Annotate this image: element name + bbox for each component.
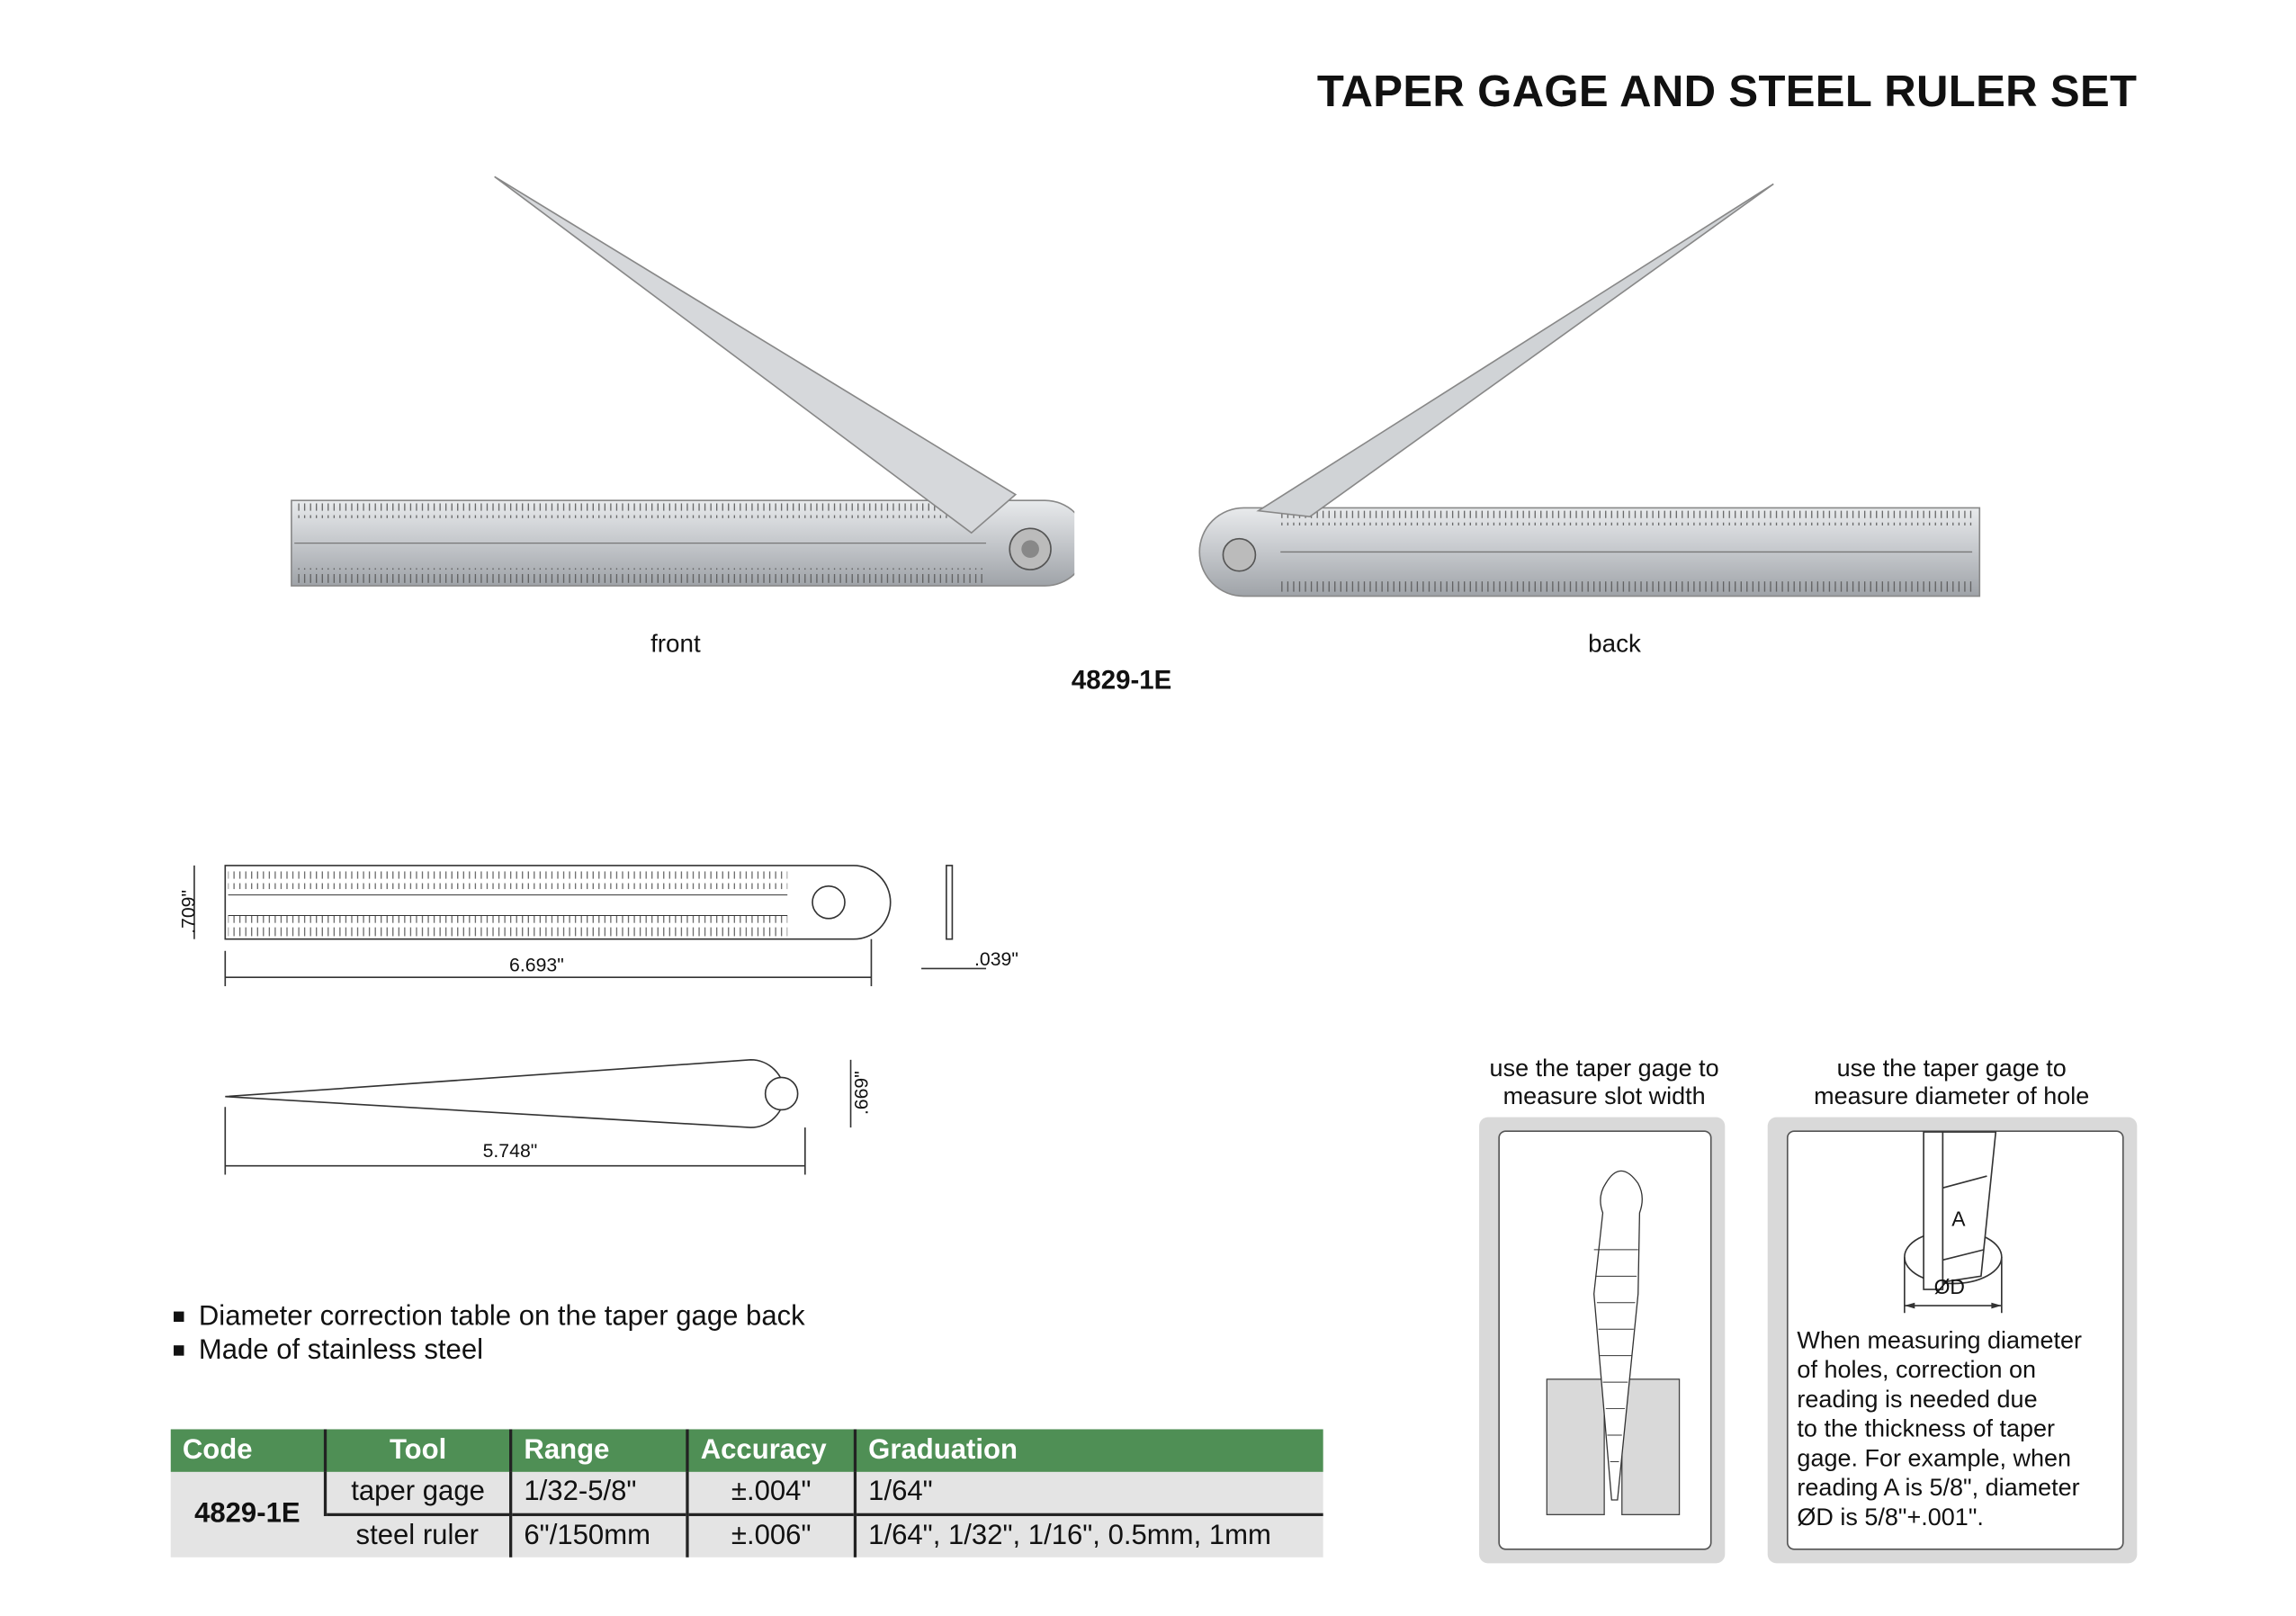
slot-caption: use the taper gage to measure slot width bbox=[1465, 1055, 1744, 1111]
note-line: ØD is 5/8"+.001". bbox=[1797, 1504, 1984, 1531]
note-line: of holes, correction on bbox=[1797, 1357, 2037, 1384]
col-range: Range bbox=[509, 1429, 687, 1472]
dimension-drawing bbox=[193, 865, 987, 1175]
note-line: reading A is 5/8", diameter bbox=[1797, 1475, 2080, 1502]
col-tool: Tool bbox=[323, 1429, 511, 1472]
table-header: Code Tool Range Accuracy Graduation bbox=[170, 1429, 1323, 1472]
hole-caption: use the taper gage to measure diameter o… bbox=[1780, 1055, 2122, 1111]
label-d: ØD bbox=[1933, 1274, 1965, 1298]
hole-gage-illustration bbox=[1904, 1131, 2003, 1314]
accuracy-cell: ±.006" bbox=[686, 1514, 856, 1558]
front-label: front bbox=[650, 630, 701, 659]
col-accuracy: Accuracy bbox=[686, 1429, 856, 1472]
front-photo bbox=[291, 175, 1075, 587]
tool-cell: steel ruler bbox=[325, 1514, 511, 1558]
slot-gage-illustration bbox=[1546, 1170, 1681, 1515]
model-code: 4829-1E bbox=[1071, 665, 1172, 696]
caption-line: use the taper gage to bbox=[1836, 1055, 2067, 1082]
taper-length-dim: 5.748" bbox=[482, 1139, 538, 1162]
ruler-width-dim: .709" bbox=[177, 889, 200, 934]
caption-line: use the taper gage to bbox=[1489, 1055, 1719, 1082]
code-cell: 4829-1E bbox=[170, 1471, 326, 1558]
feature-item: Made of stainless steel bbox=[174, 1335, 483, 1368]
slot-panel bbox=[1479, 1117, 1726, 1564]
table-row: 4829-1E taper gage 1/32-5/8" ±.004" 1/64… bbox=[170, 1471, 1323, 1558]
feature-text: Made of stainless steel bbox=[198, 1334, 484, 1367]
caption-line: measure diameter of hole bbox=[1814, 1083, 2090, 1110]
page-title: TAPER GAGE AND STEEL RULER SET bbox=[1316, 67, 2138, 117]
col-code: Code bbox=[170, 1429, 326, 1472]
tool-cell: taper gage bbox=[323, 1471, 511, 1515]
ruler-thickness-dim: .039" bbox=[973, 947, 1018, 971]
graduation-cell: 1/64", 1/32", 1/16", 0.5mm, 1mm bbox=[853, 1514, 1323, 1558]
back-label: back bbox=[1588, 630, 1641, 659]
spec-table: Code Tool Range Accuracy Graduation 4829… bbox=[170, 1429, 1323, 1558]
ruler-length-dim: 6.693" bbox=[509, 954, 564, 976]
hole-panel: A ØD bbox=[1767, 1117, 2138, 1564]
feature-item: Diameter correction table on the taper g… bbox=[174, 1301, 805, 1333]
caption-line: measure slot width bbox=[1502, 1083, 1706, 1110]
accuracy-cell: ±.004" bbox=[686, 1471, 856, 1515]
feature-text: Diameter correction table on the taper g… bbox=[198, 1301, 805, 1333]
col-graduation: Graduation bbox=[853, 1429, 1323, 1472]
taper-width-dim: .669" bbox=[849, 1071, 873, 1116]
range-cell: 6"/150mm bbox=[509, 1514, 687, 1558]
note-line: When measuring diameter bbox=[1797, 1327, 2083, 1355]
table-row: steel ruler 6"/150mm ±.006" 1/64", 1/32"… bbox=[171, 1514, 1323, 1558]
graduation-cell: 1/64" bbox=[853, 1471, 1323, 1515]
back-photo bbox=[1198, 183, 1981, 597]
correction-note: When measuring diameter of holes, correc… bbox=[1797, 1326, 2082, 1532]
note-line: to the thickness of taper bbox=[1797, 1415, 2056, 1443]
range-cell: 1/32-5/8" bbox=[509, 1471, 687, 1515]
note-line: gage. For example, when bbox=[1797, 1445, 2072, 1472]
label-a: A bbox=[1951, 1207, 1966, 1231]
note-line: reading is needed due bbox=[1797, 1387, 2038, 1414]
